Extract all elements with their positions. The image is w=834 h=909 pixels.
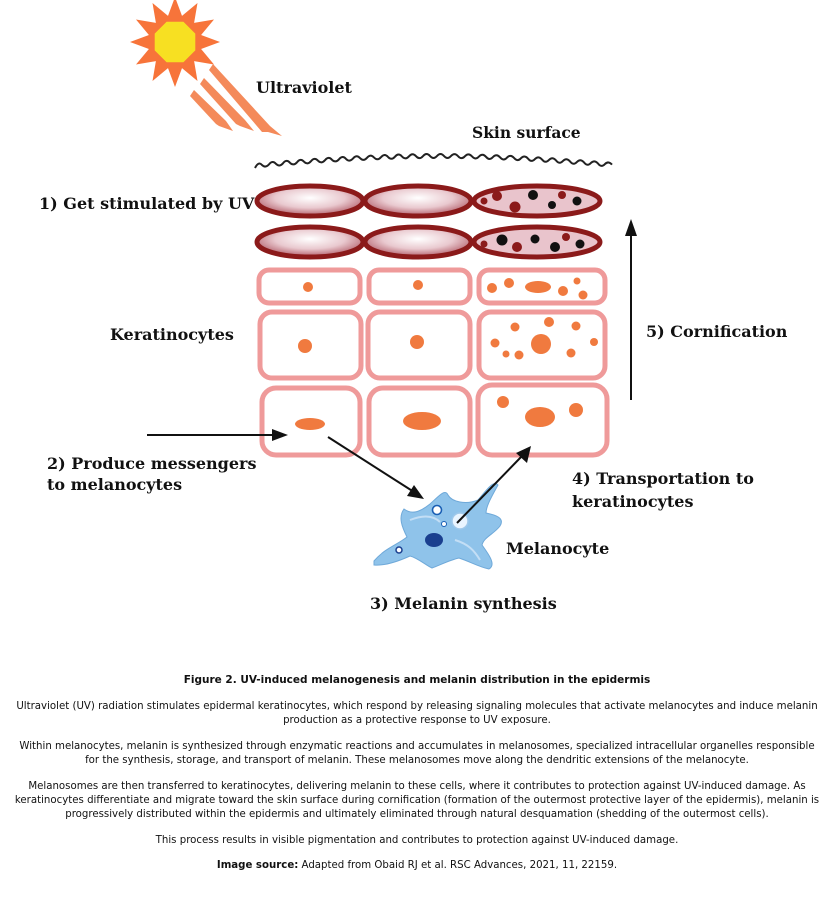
ultraviolet-label: Ultraviolet [256, 78, 353, 97]
cornified-layer [254, 183, 603, 260]
step1-label: 1) Get stimulated by UV [39, 194, 255, 213]
melanin-granules [295, 277, 598, 430]
skin-surface-label: Skin surface [472, 123, 581, 142]
figure-title: Figure 2. UV-induced melanogenesis and m… [183, 674, 651, 686]
melanogenesis-diagram: Ultraviolet Skin surface 1) Get stimulat… [39, 0, 788, 613]
figure-caption: Figure 2. UV-induced melanogenesis and m… [0, 668, 834, 871]
image-source: Image source: Adapted from Obaid RJ et a… [0, 860, 834, 871]
caption-paragraph: Within melanocytes, melanin is synthesiz… [19, 741, 815, 766]
uv-rays-icon [190, 64, 282, 136]
step3-label: 3) Melanin synthesis [370, 594, 557, 613]
caption-paragraph: Ultraviolet (UV) radiation stimulates ep… [16, 701, 818, 726]
keratinocytes-label: Keratinocytes [110, 325, 234, 344]
caption-paragraph: This process results in visible pigmenta… [155, 835, 679, 846]
melanocyte-label: Melanocyte [506, 539, 609, 558]
melanocyte-cell [373, 483, 502, 570]
step2-label-line1: 2) Produce messengers [47, 454, 256, 473]
step2-label-line2: to melanocytes [47, 475, 182, 494]
step4-label-line2: keratinocytes [572, 492, 693, 511]
sun-icon [130, 0, 220, 87]
cornification-arrow [625, 219, 637, 400]
image-source-prefix: Image source: [216, 860, 299, 871]
caption-paragraph: Melanosomes are then transferred to kera… [14, 781, 820, 820]
image-source-text: Adapted from Obaid RJ et al. RSC Advance… [298, 860, 618, 871]
messenger-arrow [147, 429, 288, 441]
step4-label-line1: 4) Transportation to [572, 469, 754, 488]
keratinocyte-layer [256, 267, 610, 458]
transport-arrow [456, 446, 531, 524]
signal-arrow [327, 436, 424, 499]
skin-surface-line [254, 153, 613, 169]
step5-label: 5) Cornification [646, 322, 788, 341]
